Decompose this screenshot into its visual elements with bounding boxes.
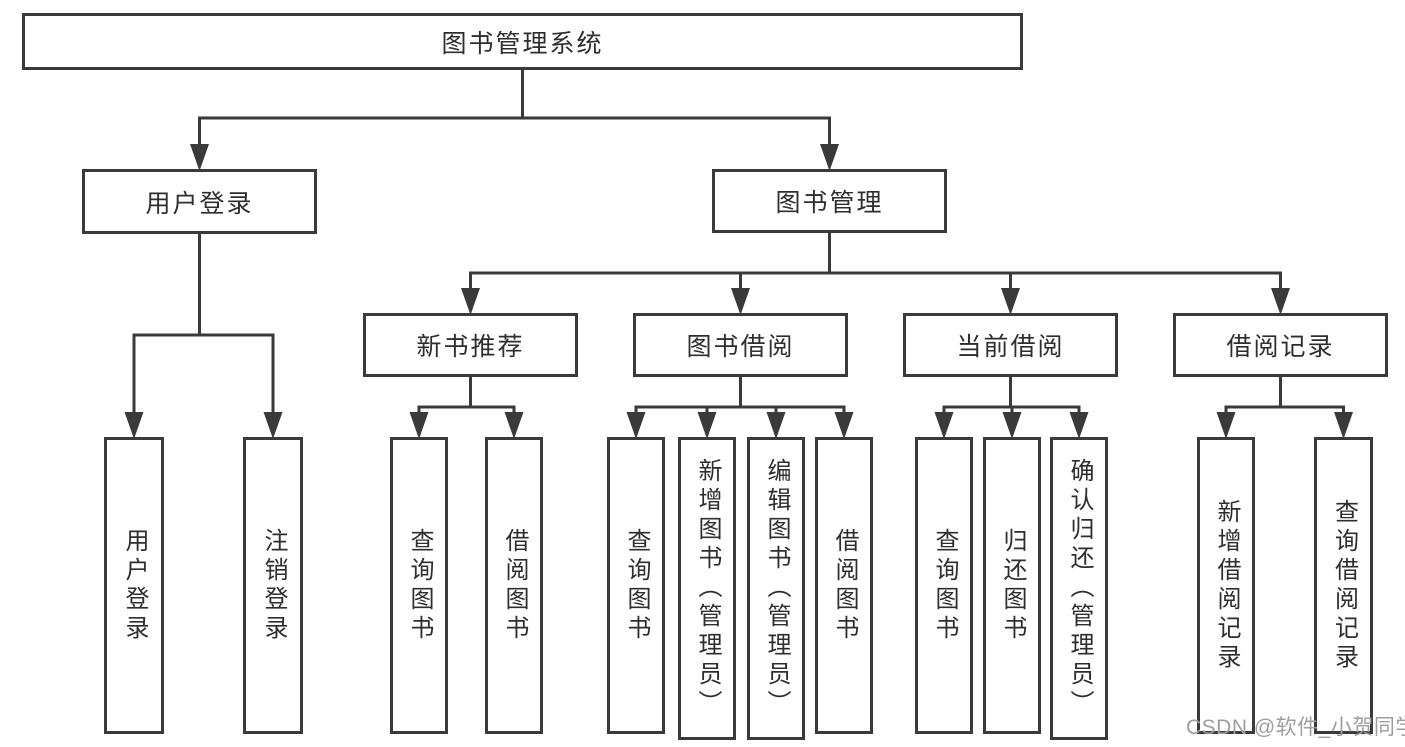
node-cb-query: 查询图书	[915, 437, 973, 734]
node-bb-edit: 编辑图书（管理员）	[747, 437, 805, 740]
node-br-add: 新增借阅记录	[1197, 437, 1255, 734]
node-label-bb-edit: 编辑图书（管理员）	[763, 458, 790, 719]
node-label-root: 图书管理系统	[441, 29, 604, 58]
node-label-bb-borrow: 借阅图书	[831, 527, 858, 644]
watermark-text: CSDN @软件_小贺同学	[1186, 716, 1405, 739]
node-book-mgmt: 图书管理	[712, 169, 947, 233]
node-borrow-record: 借阅记录	[1173, 313, 1388, 377]
node-bb-add: 新增图书（管理员）	[678, 437, 736, 740]
node-label-br-add: 新增借阅记录	[1213, 498, 1240, 673]
node-label-cb-query: 查询图书	[931, 527, 958, 644]
node-label-nbr-borrow: 借阅图书	[501, 527, 528, 644]
node-label-bb-query: 查询图书	[623, 527, 650, 644]
node-br-query: 查询借阅记录	[1314, 437, 1373, 734]
node-leaf-logout: 注销登录	[243, 437, 303, 734]
node-label-new-book-rec: 新书推荐	[416, 333, 525, 361]
node-label-book-mgmt: 图书管理	[775, 189, 884, 217]
node-nbr-query: 查询图书	[390, 437, 448, 734]
node-label-book-borrow: 图书借阅	[686, 333, 795, 361]
node-cb-return: 归还图书	[983, 437, 1041, 734]
node-label-leaf-logout: 注销登录	[260, 527, 287, 644]
node-user-login: 用户登录	[82, 169, 317, 234]
node-label-cb-confirm: 确认归还（管理员）	[1066, 458, 1093, 719]
node-bb-query: 查询图书	[607, 437, 665, 734]
node-current-borrow: 当前借阅	[903, 313, 1118, 377]
node-label-bb-add: 新增图书（管理员）	[694, 458, 721, 719]
node-label-nbr-query: 查询图书	[406, 527, 433, 644]
node-label-user-login: 用户登录	[145, 189, 254, 218]
node-leaf-user-login: 用户登录	[104, 437, 164, 734]
node-book-borrow: 图书借阅	[633, 313, 848, 377]
node-root: 图书管理系统	[22, 13, 1023, 70]
node-label-cb-return: 归还图书	[999, 527, 1026, 644]
node-label-br-query: 查询借阅记录	[1330, 498, 1358, 673]
node-nbr-borrow: 借阅图书	[485, 437, 543, 734]
node-label-current-borrow: 当前借阅	[956, 333, 1065, 361]
node-label-leaf-user-login: 用户登录	[121, 527, 148, 644]
node-bb-borrow: 借阅图书	[815, 437, 873, 734]
node-cb-confirm: 确认归还（管理员）	[1050, 437, 1108, 740]
node-label-borrow-record: 借阅记录	[1226, 333, 1335, 361]
node-new-book-rec: 新书推荐	[363, 313, 578, 377]
